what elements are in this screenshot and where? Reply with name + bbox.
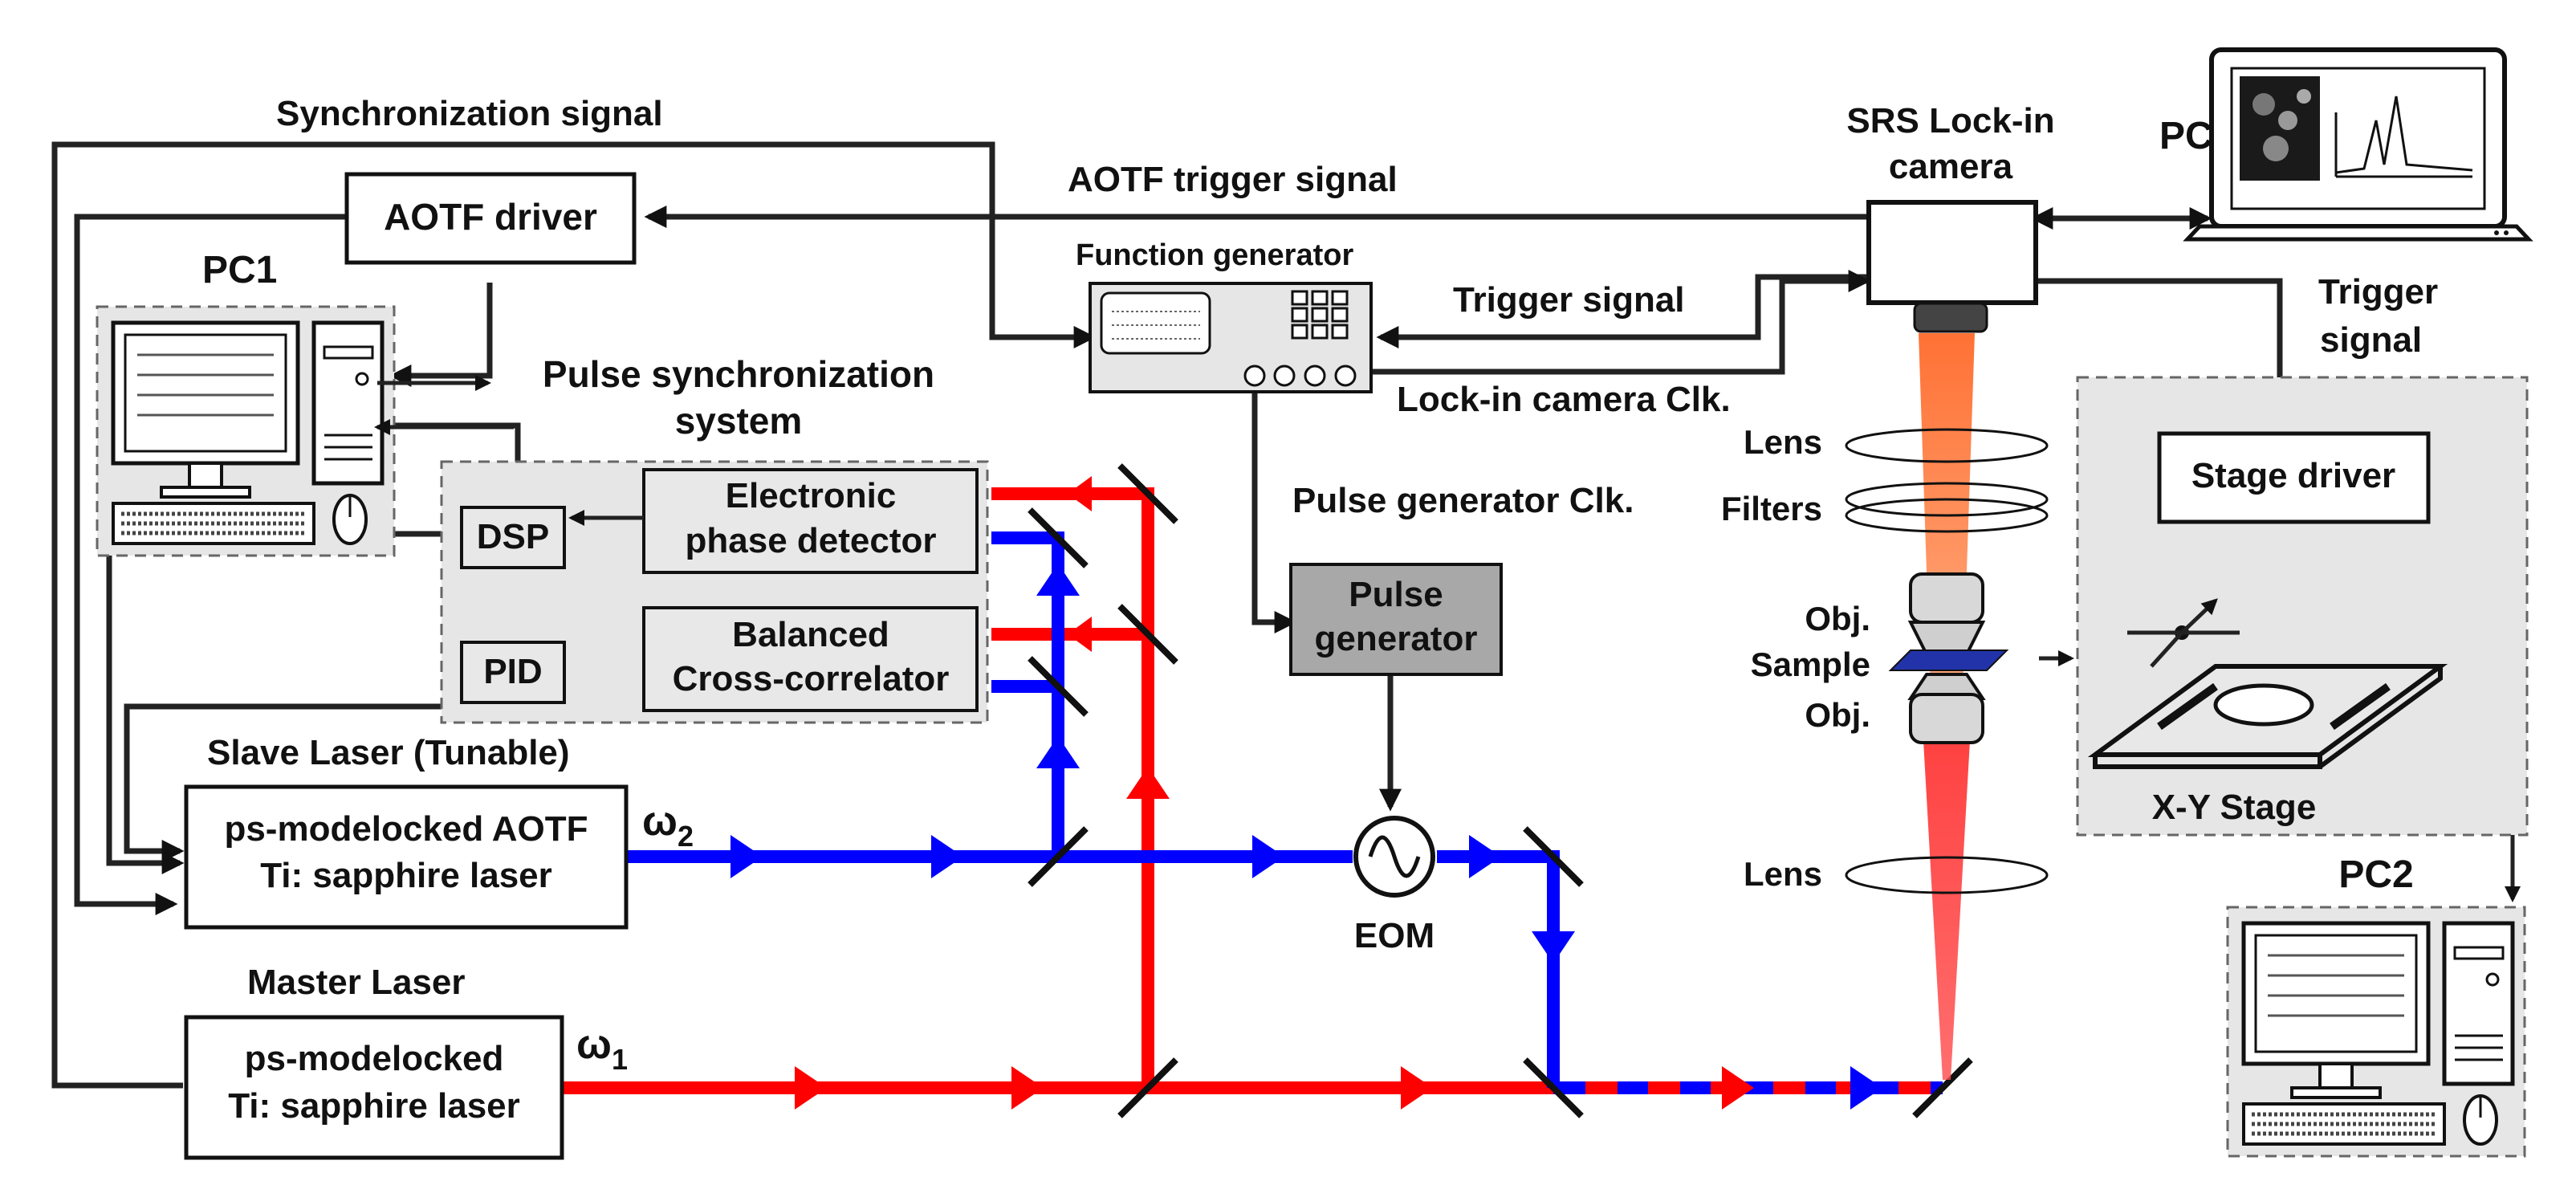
srs-camera-label-1: SRS Lock-in bbox=[1846, 101, 2054, 140]
omega1-label: ω1 bbox=[576, 1021, 628, 1076]
cross-correlator-label-2: Cross-correlator bbox=[673, 659, 950, 698]
master-laser-line-2: Ti: sapphire laser bbox=[228, 1086, 520, 1126]
stage-trigger-label-1: Trigger bbox=[2318, 272, 2438, 312]
master-laser-title: Master Laser bbox=[247, 963, 465, 1002]
slave-laser-title: Slave Laser (Tunable) bbox=[207, 733, 570, 772]
pc1-label: PC1 bbox=[202, 249, 277, 291]
phase-detector-label-2: phase detector bbox=[686, 521, 937, 560]
sample-slide-icon bbox=[1888, 650, 2009, 671]
obj-top-label: Obj. bbox=[1805, 600, 1870, 637]
lens-top-icon bbox=[1845, 428, 2049, 463]
filters-icon bbox=[1845, 482, 2049, 517]
eom-modulator-sine-icon bbox=[1353, 816, 1435, 898]
lens-bottom-label: Lens bbox=[1744, 855, 1822, 893]
filters-label: Filters bbox=[1721, 490, 1822, 527]
pulse-generator-box bbox=[1289, 563, 1503, 676]
dsp-box bbox=[460, 506, 566, 569]
omega2-label: ω2 bbox=[642, 798, 694, 853]
srs-camera-label-2: camera bbox=[1889, 147, 2013, 186]
pc1-desktop-icon bbox=[97, 307, 394, 556]
pid-box bbox=[460, 641, 566, 704]
lens-top-label: Lens bbox=[1744, 423, 1822, 461]
sync-signal-label: Synchronization signal bbox=[276, 94, 663, 133]
aotf-trigger-label: AOTF trigger signal bbox=[1068, 160, 1398, 199]
stage-driver-box bbox=[2157, 431, 2431, 524]
eom-label: EOM bbox=[1354, 916, 1435, 955]
pid-label: PID bbox=[483, 652, 542, 691]
pc2-desktop-icon bbox=[2228, 907, 2525, 1156]
cross-correlator-box bbox=[642, 606, 979, 712]
aotf-driver-box bbox=[344, 172, 637, 265]
slave-laser-line-2: Ti: sapphire laser bbox=[260, 856, 552, 895]
pulse-gen-clk-label: Pulse generator Clk. bbox=[1292, 481, 1634, 520]
xy-stage-icon bbox=[2087, 601, 2448, 769]
phase-detector-label-1: Electronic bbox=[726, 476, 897, 515]
slave-laser-line-1: ps-modelocked AOTF bbox=[224, 809, 588, 849]
pc2-label: PC2 bbox=[2338, 853, 2413, 896]
cross-correlator-label-1: Balanced bbox=[732, 615, 889, 654]
aotf-driver-label: AOTF driver bbox=[384, 196, 597, 238]
lens-bottom-icon bbox=[1845, 856, 2049, 894]
obj-bottom-label: Obj. bbox=[1805, 696, 1870, 734]
mirror-icon bbox=[1028, 463, 1973, 1118]
objective-bottom-icon bbox=[1907, 673, 1986, 744]
srs-beam-red bbox=[1923, 727, 1971, 1080]
master-laser-box bbox=[184, 1015, 564, 1160]
stage-driver-label: Stage driver bbox=[2191, 456, 2395, 495]
dsp-label: DSP bbox=[477, 517, 549, 556]
lockin-clk-label: Lock-in camera Clk. bbox=[1397, 380, 1731, 419]
xy-stage-label: X-Y Stage bbox=[2152, 788, 2317, 827]
master-laser-line-1: ps-modelocked bbox=[245, 1039, 504, 1078]
function-generator-icon bbox=[1089, 282, 1373, 393]
trigger-signal-label: Trigger signal bbox=[1453, 280, 1685, 320]
stage-trigger-label-2: signal bbox=[2320, 320, 2422, 360]
slave-laser-box bbox=[184, 784, 629, 930]
pulse-sync-label-1: Pulse synchronization bbox=[543, 353, 934, 395]
camera-icon bbox=[1866, 200, 2038, 333]
objective-top-icon bbox=[1907, 572, 1986, 656]
combined-beam bbox=[1553, 1066, 1943, 1110]
pulse-generator-label-2: generator bbox=[1315, 619, 1478, 658]
phase-detector-box bbox=[642, 468, 979, 574]
sample-label: Sample bbox=[1751, 645, 1870, 683]
pulse-generator-label-1: Pulse bbox=[1349, 575, 1443, 614]
pc3-laptop-icon bbox=[2183, 47, 2533, 242]
pulse-sync-label-2: system bbox=[675, 400, 803, 442]
function-generator-label: Function generator bbox=[1076, 238, 1353, 272]
